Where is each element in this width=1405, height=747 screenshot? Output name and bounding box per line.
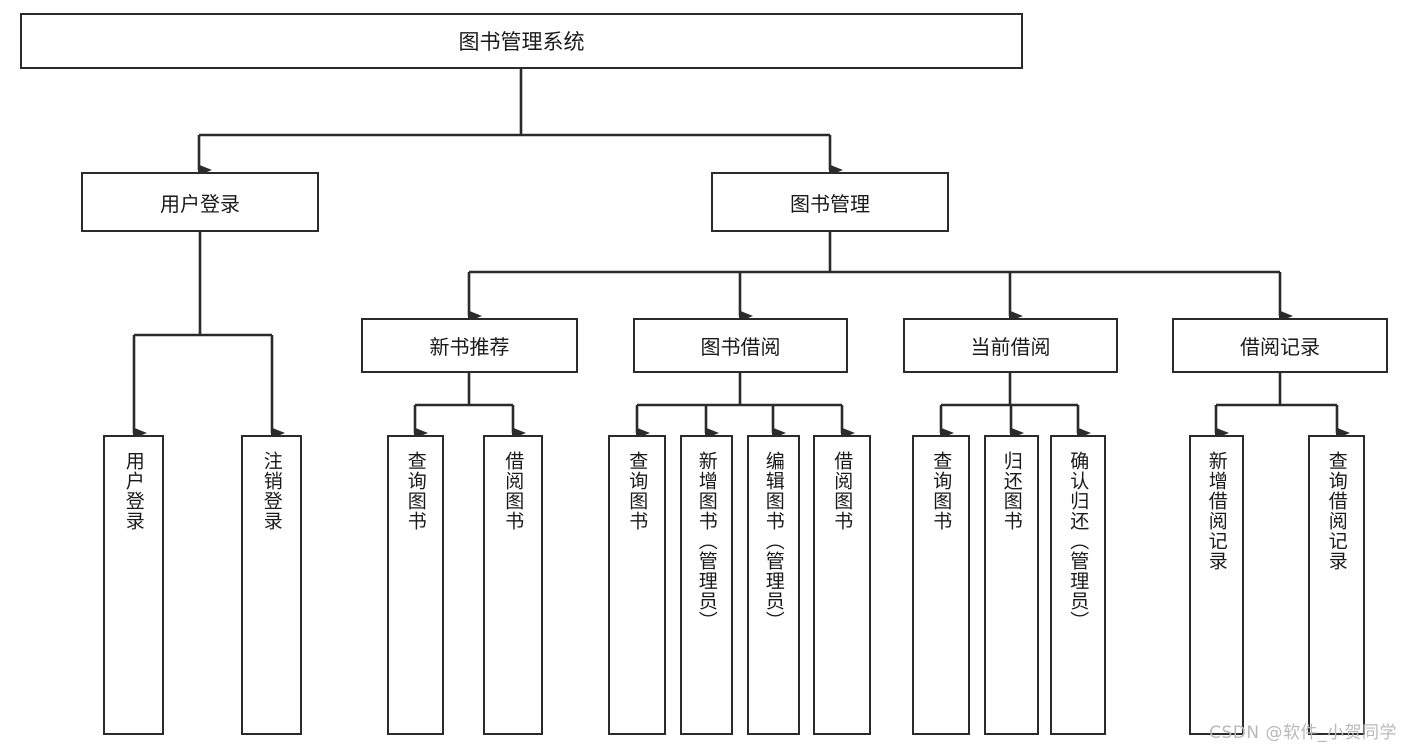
- leaf-edit-book-admin-label: 编辑图书（管理员）: [762, 451, 785, 631]
- leaf-borrow-book-label: 借阅图书: [831, 451, 854, 531]
- leaf-query-book-borrow[interactable]: 查询图书: [608, 435, 666, 735]
- node-new-book-recommend[interactable]: 新书推荐: [361, 318, 578, 373]
- leaf-borrow-book-recommend[interactable]: 借阅图书: [483, 435, 543, 735]
- node-book-borrow[interactable]: 图书借阅: [633, 318, 848, 373]
- leaf-edit-book-admin[interactable]: 编辑图书（管理员）: [747, 435, 800, 735]
- node-new-book-recommend-label: 新书推荐: [429, 335, 510, 359]
- leaf-confirm-return-admin-label: 确认归还（管理员）: [1067, 451, 1090, 631]
- leaf-confirm-return-admin[interactable]: 确认归还（管理员）: [1050, 435, 1106, 735]
- node-user-login-label: 用户登录: [160, 191, 240, 216]
- leaf-add-borrow-record-label: 新增借阅记录: [1205, 451, 1228, 571]
- node-book-management[interactable]: 图书管理: [711, 172, 949, 232]
- leaf-add-book-admin[interactable]: 新增图书（管理员）: [680, 435, 733, 735]
- leaf-borrow-book-recommend-label: 借阅图书: [502, 451, 525, 531]
- leaf-query-book-recommend[interactable]: 查询图书: [387, 435, 444, 735]
- leaf-return-book-label: 归还图书: [1000, 451, 1023, 531]
- node-book-management-label: 图书管理: [790, 191, 870, 216]
- leaf-query-borrow-record-label: 查询借阅记录: [1325, 451, 1348, 571]
- node-user-login[interactable]: 用户登录: [81, 172, 319, 232]
- node-borrow-record-label: 借阅记录: [1240, 335, 1320, 359]
- node-book-borrow-label: 图书借阅: [700, 335, 781, 359]
- leaf-query-book-current-label: 查询图书: [930, 451, 953, 531]
- node-current-borrow[interactable]: 当前借阅: [903, 318, 1118, 373]
- leaf-query-book-borrow-label: 查询图书: [626, 451, 649, 531]
- leaf-query-book-recommend-label: 查询图书: [404, 451, 427, 531]
- node-root[interactable]: 图书管理系统: [20, 13, 1023, 69]
- leaf-user-login[interactable]: 用户登录: [103, 435, 164, 735]
- node-root-label: 图书管理系统: [458, 30, 585, 54]
- node-current-borrow-label: 当前借阅: [970, 335, 1051, 359]
- leaf-query-book-current[interactable]: 查询图书: [912, 435, 970, 735]
- leaf-borrow-book[interactable]: 借阅图书: [813, 435, 871, 735]
- leaf-query-borrow-record[interactable]: 查询借阅记录: [1308, 435, 1365, 735]
- leaf-user-login-label: 用户登录: [122, 451, 145, 531]
- node-borrow-record[interactable]: 借阅记录: [1172, 318, 1388, 373]
- leaf-add-book-admin-label: 新增图书（管理员）: [695, 451, 718, 631]
- leaf-return-book[interactable]: 归还图书: [984, 435, 1039, 735]
- leaf-add-borrow-record[interactable]: 新增借阅记录: [1189, 435, 1244, 735]
- leaf-logout-label: 注销登录: [260, 451, 283, 531]
- leaf-logout[interactable]: 注销登录: [241, 435, 302, 735]
